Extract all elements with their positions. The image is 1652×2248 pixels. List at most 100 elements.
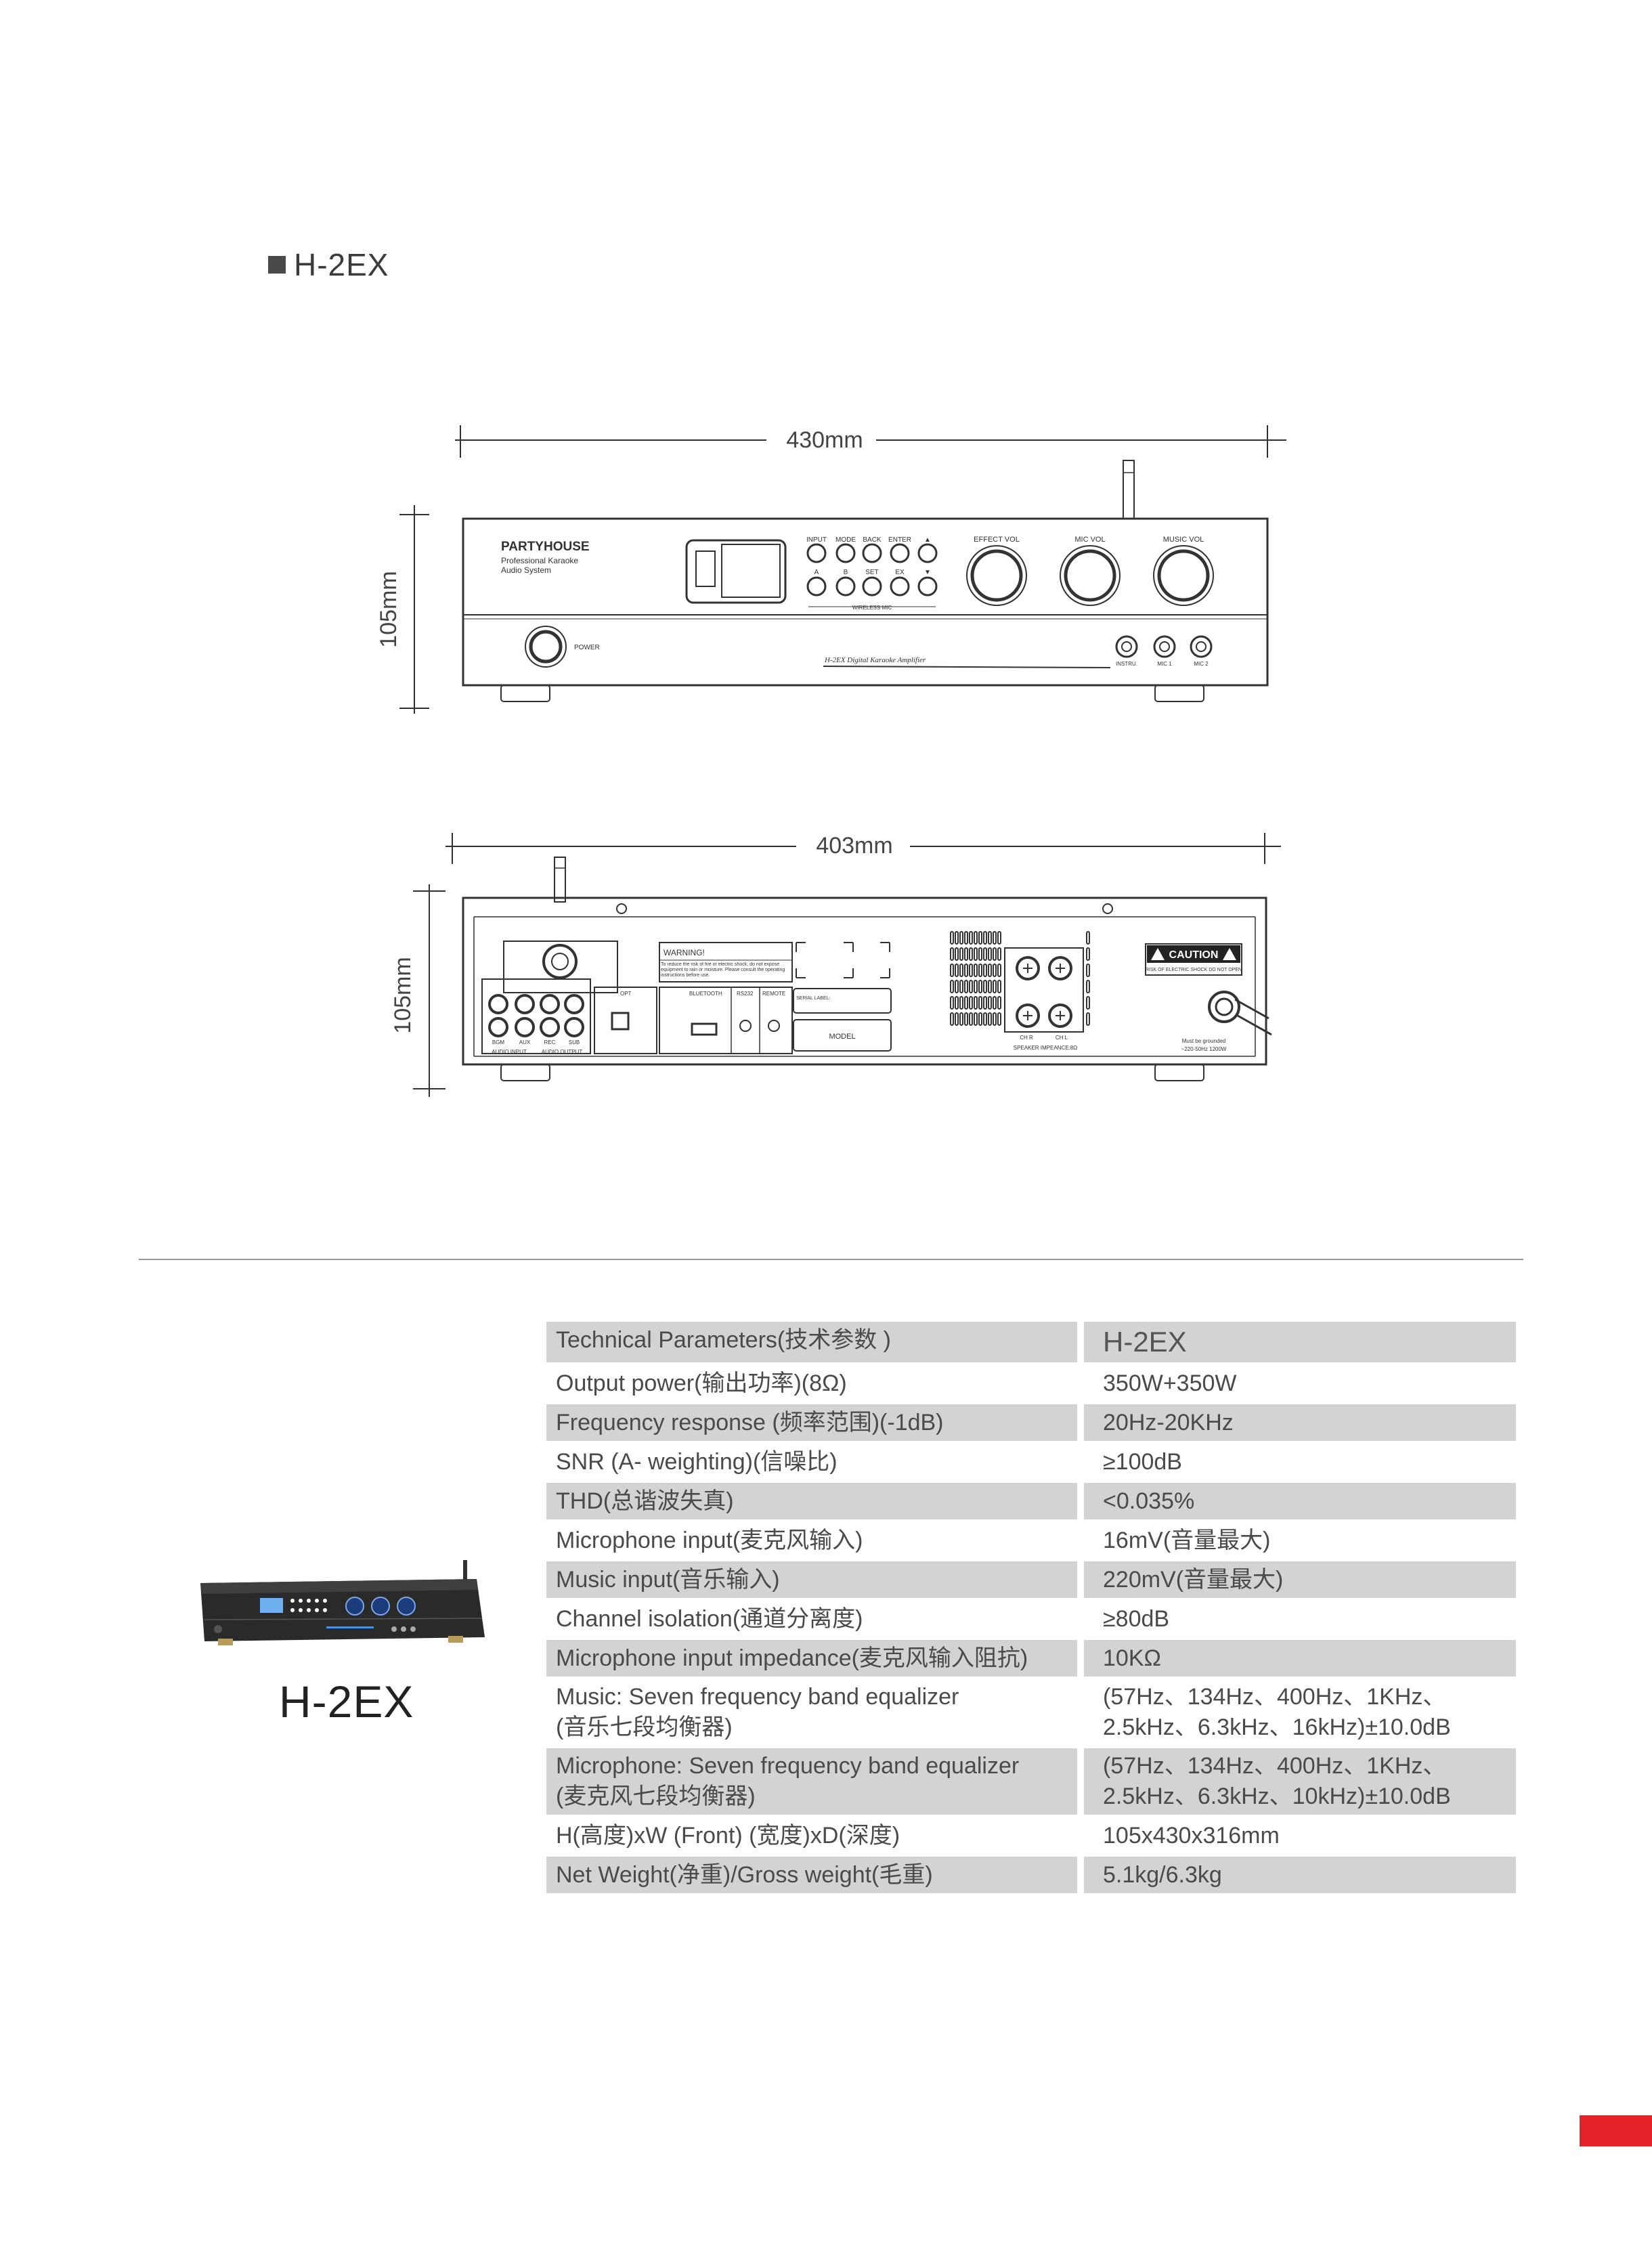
spec-header-value: H-2EX [1084, 1322, 1516, 1362]
svg-text:Professional Karaoke: Professional Karaoke [501, 556, 578, 565]
table-row: Frequency response (频率范围)(-1dB)20Hz-20KH… [546, 1404, 1516, 1441]
spec-param: Channel isolation(通道分离度) [556, 1606, 863, 1632]
vent-slot [1086, 980, 1090, 993]
music-vol-knob[interactable] [1157, 549, 1210, 602]
vent-slot [955, 980, 959, 993]
warning-title: WARNING! [664, 948, 705, 957]
spec-param: Music: Seven frequency band equalizer (音… [556, 1684, 959, 1740]
vent-slot [1086, 1012, 1090, 1026]
effect-vol-knob[interactable] [970, 549, 1023, 602]
front-width-label: 430mm [786, 427, 863, 453]
model-label: H-2EX [279, 1677, 414, 1727]
input-button[interactable] [806, 543, 827, 563]
mic-vol-knob[interactable] [1064, 549, 1116, 602]
spec-param: Net Weight(净重)/Gross weight(毛重) [546, 1857, 1077, 1893]
vent-slot [974, 996, 978, 1010]
vent-slot [983, 1012, 987, 1026]
vent-slot [950, 931, 954, 945]
down-button[interactable] [917, 576, 938, 597]
set-button[interactable] [862, 576, 882, 597]
vent-slot [978, 931, 982, 945]
vent-slot [1086, 964, 1090, 977]
spec-value: 16mV(音量最大) [1103, 1528, 1271, 1553]
svg-text:Audio System: Audio System [501, 565, 551, 575]
vent-slot [993, 996, 997, 1010]
mode-button[interactable] [835, 543, 856, 563]
spec-value: 5.1kg/6.3kg [1084, 1857, 1516, 1893]
svg-text:INPUT: INPUT [806, 536, 827, 544]
svg-text:SPEAKER IMPEANCE:8Ω: SPEAKER IMPEANCE:8Ω [1014, 1045, 1077, 1051]
vent-slot [978, 1012, 982, 1026]
vent-slot [969, 996, 973, 1010]
spec-header-row: Technical Parameters(技术参数 ) H-2EX [546, 1322, 1516, 1362]
svg-text:MIC 2: MIC 2 [1194, 661, 1209, 667]
vent-slot [978, 964, 982, 977]
effect-vol-knob-ring [966, 545, 1027, 606]
vent-slot [988, 931, 992, 945]
spec-param: Microphone input impedance(麦克风输入阻抗) [546, 1640, 1077, 1677]
svg-text:MIC 1: MIC 1 [1157, 661, 1172, 667]
vent-slot [959, 996, 963, 1010]
ex-button[interactable] [890, 576, 910, 597]
vent-slot [959, 980, 963, 993]
table-row: Microphone input impedance(麦克风输入阻抗)10KΩ [546, 1640, 1516, 1677]
front-view: 430mm 105mm PARTYHOUSE Professional Kara… [374, 424, 1286, 714]
svg-text:AUX: AUX [519, 1039, 531, 1045]
page-tab-marker [1580, 2115, 1652, 2146]
svg-text:MUSIC VOL: MUSIC VOL [1163, 536, 1204, 544]
up-button[interactable] [917, 543, 938, 563]
table-row: H(高度)xW (Front) (宽度)xD(深度)105x430x316mm [546, 1817, 1516, 1854]
svg-text:SERIAL LABEL:: SERIAL LABEL: [796, 996, 830, 1001]
spec-value: ≥80dB [1103, 1606, 1170, 1632]
enter-button[interactable] [890, 543, 910, 563]
vent-slot [955, 931, 959, 945]
rear-height-label: 105mm [390, 957, 416, 1033]
spec-param: Microphone: Seven frequency band equaliz… [546, 1748, 1077, 1815]
vent-slot [964, 996, 968, 1010]
svg-text:MIC VOL: MIC VOL [1074, 536, 1105, 544]
vent-slot [955, 996, 959, 1010]
vent-slot [969, 980, 973, 993]
table-row: Net Weight(净重)/Gross weight(毛重)5.1kg/6.3… [546, 1857, 1516, 1893]
a-button[interactable] [806, 576, 827, 597]
vent-slot [993, 964, 997, 977]
vent-slot [997, 996, 1001, 1010]
svg-text:INSTRU.: INSTRU. [1116, 661, 1137, 667]
svg-text:▼: ▼ [924, 569, 931, 576]
vent-slot [974, 1012, 978, 1026]
spec-table: Technical Parameters(技术参数 ) H-2EX Output… [546, 1322, 1516, 1896]
vent-slot [1086, 947, 1090, 961]
back-button[interactable] [862, 543, 882, 563]
vent-slot [950, 996, 954, 1010]
spec-param: Microphone input(麦克风输入) [556, 1528, 863, 1553]
spec-value: 20Hz-20KHz [1084, 1404, 1516, 1441]
model-caption: H-2EX Digital Karaoke Amplifier [824, 656, 926, 664]
b-button[interactable] [835, 576, 856, 597]
vent-slot [969, 1012, 973, 1026]
spec-param: H(高度)xW (Front) (宽度)xD(深度) [556, 1823, 900, 1849]
caution-label: CAUTION [1169, 949, 1219, 961]
svg-text:REC: REC [544, 1039, 556, 1045]
power-button[interactable] [529, 630, 563, 664]
svg-text:OPT: OPT [620, 991, 632, 997]
spec-value: 10KΩ [1084, 1640, 1516, 1677]
vent-slot [997, 980, 1001, 993]
spec-header-param: Technical Parameters(技术参数 ) [546, 1322, 1077, 1362]
svg-text:CH L: CH L [1056, 1035, 1068, 1041]
vent-slot [983, 947, 987, 961]
vent-slot [964, 980, 968, 993]
vent-slot [997, 964, 1001, 977]
vent-slot [997, 1012, 1001, 1026]
vent-slot [983, 931, 987, 945]
vent-slot [950, 947, 954, 961]
section-title: H-2EX [294, 247, 389, 282]
front-brand: PARTYHOUSE [501, 540, 590, 554]
vent-slot [978, 947, 982, 961]
bullet-square-icon [268, 256, 286, 274]
svg-text:AUDIO OUTPUT: AUDIO OUTPUT [542, 1049, 583, 1055]
vent-slot [993, 980, 997, 993]
vent-slot [983, 996, 987, 1010]
spec-param: SNR (A- weighting)(信噪比) [556, 1449, 838, 1475]
vent-slot [993, 931, 997, 945]
vent-slot [950, 964, 954, 977]
